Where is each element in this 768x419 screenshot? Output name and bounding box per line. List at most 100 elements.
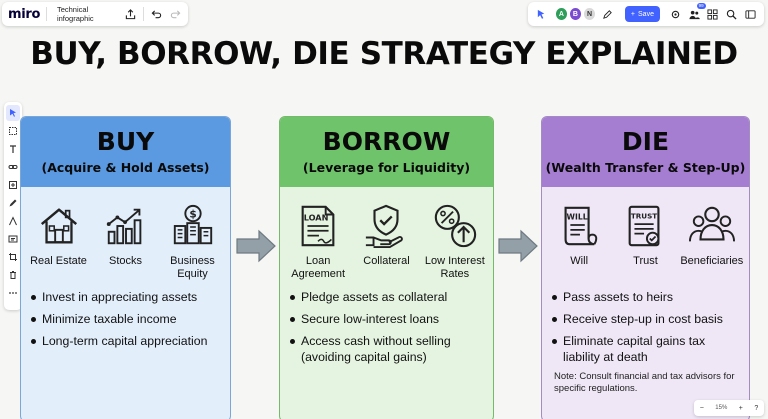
bullet-text: Secure low-interest loans [301,312,440,326]
icon-item: $ Business Equity [159,203,226,289]
shield-hand-icon [366,204,404,249]
loan-document-icon: LOAN [301,205,335,247]
bullet-dot [552,317,557,322]
settings-icon[interactable] [668,6,683,22]
undo-icon[interactable] [150,6,163,22]
export-icon[interactable] [124,6,137,22]
bullet-dot [552,295,557,300]
people-icon[interactable]: 99 [687,3,706,22]
bullet-dot [290,317,295,322]
icon-row: LOAN Loan Agreement Collateral [280,203,493,289]
bullet-text: Long-term capital appreciation [42,334,208,348]
divider [143,7,144,21]
icon-label: Collateral [363,255,410,267]
bullet-dot [31,339,36,344]
trash-icon[interactable] [6,267,20,283]
crop-tool-icon[interactable] [6,249,20,265]
icon-label: Trust [633,255,658,267]
miro-logo[interactable]: miro [8,6,41,22]
list-item: Minimize taxable income [31,311,222,327]
panel-toggle-icon[interactable] [743,6,758,22]
icon-item: Beneficiaries [679,203,745,289]
icon-label: Will [570,255,589,267]
text-tool-icon[interactable] [6,141,20,157]
board-title[interactable]: Technical infographic [56,5,94,23]
select-tool-icon[interactable] [6,105,20,121]
zoom-level[interactable]: 15% [715,405,728,411]
icon-item: Collateral [352,203,420,289]
pen-tool-icon[interactable] [6,195,20,211]
panel-header: BORROW (Leverage for Liquidity) [280,117,493,187]
cursor-flag-icon[interactable] [534,6,549,22]
panel-title: BORROW [322,127,451,156]
zoom-in-button[interactable]: + [738,404,743,412]
avatar[interactable]: A [554,7,568,21]
list-item: Invest in appreciating assets [31,289,222,305]
icon-label: Business Equity [170,255,215,280]
icon-item: WILL Will [546,203,612,289]
icon-label: Real Estate [30,255,87,267]
icon-label: Loan Agreement [291,255,346,280]
bar-chart-icon [106,208,141,245]
redo-icon[interactable] [169,6,182,22]
people-group-icon [688,206,735,242]
divider [46,7,47,21]
list-item: Eliminate capital gains tax liability at… [552,333,741,365]
bullet-list: Pass assets to heirs Receive step-up in … [542,289,749,365]
flow-arrow-icon [498,229,538,263]
icon-label: Stocks [108,255,142,267]
bullet-list: Pledge assets as collateral Secure low-i… [280,289,493,365]
bullet-text: Access cash without selling (avoiding ca… [301,334,451,364]
list-item: Secure low-interest loans [290,311,485,327]
bullet-dot [31,317,36,322]
pen-icon[interactable] [600,6,615,22]
list-item: Access cash without selling (avoiding ca… [290,333,485,365]
bullet-text: Pledge assets as collateral [301,290,448,304]
frame-tool-icon[interactable] [6,123,20,139]
panel-subtitle: (Leverage for Liquidity) [302,160,471,175]
loan-icon-text: LOAN [304,212,329,222]
panel-header: DIE (Wealth Transfer & Step-Up) [542,117,749,187]
connector-tool-icon[interactable] [6,213,20,229]
panel-title: DIE [621,127,670,156]
comment-tool-icon[interactable] [6,231,20,247]
borrow-panel[interactable]: BORROW (Leverage for Liquidity) LOAN Loa… [279,116,494,419]
add-shape-icon[interactable] [6,177,20,193]
icon-label: Low Interest Rates [424,255,485,280]
avatar[interactable]: B [568,7,583,21]
save-button[interactable]: + Save [624,6,660,22]
icon-item: Low Interest Rates [421,203,489,289]
avatar[interactable]: N [583,7,597,21]
creation-toolbar [4,102,22,310]
zoom-control: − 15% + ? [694,400,764,416]
business-buildings-icon: $ [173,204,212,245]
more-tools-icon[interactable] [6,285,20,301]
notification-badge: 99 [696,3,706,9]
icon-item: Stocks [92,203,159,289]
panel-header: BUY (Acquire & Hold Assets) [21,117,230,187]
plus-icon: + [630,10,636,18]
link-tool-icon[interactable] [6,159,20,175]
bullet-text: Pass assets to heirs [563,290,674,304]
search-icon[interactable] [724,6,739,22]
buy-panel[interactable]: BUY (Acquire & Hold Assets) Real Estate [20,116,231,419]
will-scroll-icon: WILL [564,206,598,246]
bullet-text: Minimize taxable income [42,312,177,326]
bullet-dot [552,339,557,344]
die-panel[interactable]: DIE (Wealth Transfer & Step-Up) WILL Wil… [541,116,750,419]
icon-row: WILL Will TRUST Trust [542,203,749,289]
list-item: Pledge assets as collateral [290,289,485,305]
disclaimer-note: Note: Consult financial and tax advisors… [554,371,735,394]
board-toolbar: miro Technical infographic [2,2,188,26]
help-icon[interactable]: ? [754,404,759,412]
apps-grid-icon[interactable] [706,6,721,22]
collaboration-toolbar: A B N + Save 99 [528,2,764,26]
bullet-dot [290,295,295,300]
icon-row: Real Estate Stocks $ Bus [21,203,230,289]
trust-icon-text: TRUST [631,211,657,220]
zoom-out-button[interactable]: − [699,404,704,412]
percent-arrow-icon [434,204,476,248]
list-item: Receive step-up in cost basis [552,311,741,327]
icon-item: TRUST Trust [612,203,678,289]
panel-subtitle: (Acquire & Hold Assets) [41,160,210,175]
